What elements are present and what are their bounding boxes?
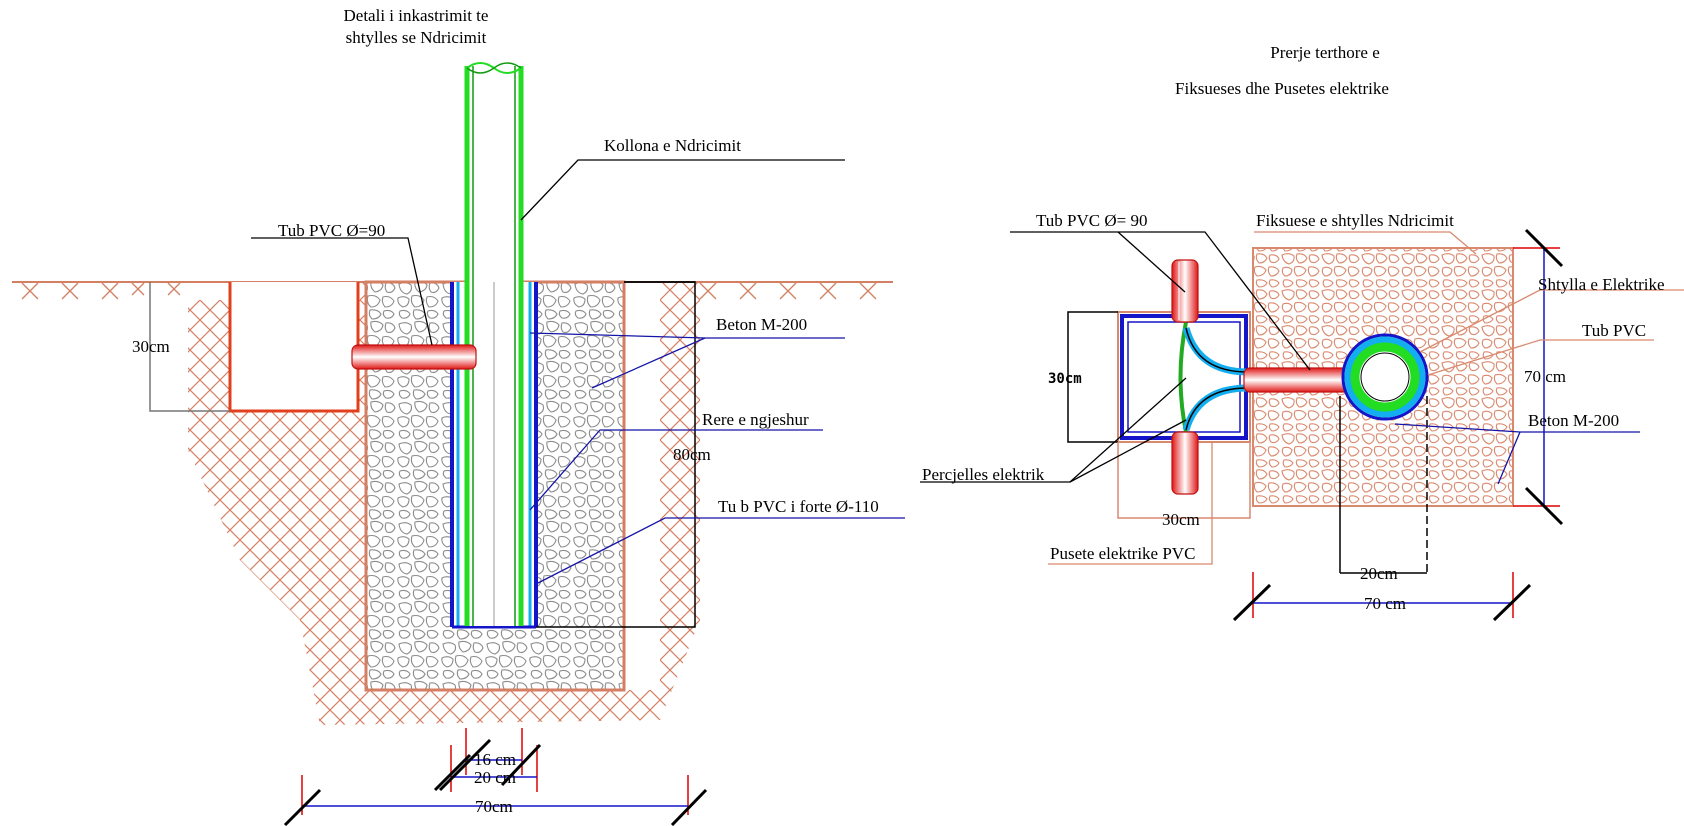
label-pvc: Tub PVC bbox=[1582, 321, 1646, 340]
label-concrete-left: Beton M-200 bbox=[716, 315, 807, 334]
label-manhole: Pusete elektrike PVC bbox=[1050, 544, 1195, 563]
bottom-dimensions-left: 16 cm 20 cm 70cm bbox=[283, 728, 708, 826]
block-dimension-vertical: 70 cm bbox=[1513, 228, 1566, 526]
left-section-detail: Detali i inkastrimit te shtylles se Ndri… bbox=[12, 6, 905, 826]
dim-80: 80cm bbox=[673, 445, 711, 464]
left-title-line2: shtylles se Ndricimit bbox=[346, 28, 487, 47]
label-fixing: Fiksuese e shtylles Ndricimit bbox=[1256, 211, 1454, 230]
leader-conductor: Percjelles elektrik bbox=[920, 377, 1187, 484]
depth-dimension-30: 30cm bbox=[132, 282, 230, 412]
label-pipe-right: Tub PVC Ø= 90 bbox=[1036, 211, 1147, 230]
label-sand: Rere e ngjeshur bbox=[702, 410, 809, 429]
label-column: Kollona e Ndricimit bbox=[604, 136, 741, 155]
label-pipe-left: Tub PVC Ø=90 bbox=[278, 221, 385, 240]
cable-trench bbox=[230, 282, 358, 412]
dim-70-horizontal: 70 cm bbox=[1364, 594, 1406, 613]
leader-manhole: Pusete elektrike PVC bbox=[1048, 442, 1213, 565]
leader-sleeve: Tu b PVC i forte Ø-110 bbox=[537, 497, 905, 584]
dim-20-right: 20cm bbox=[1360, 564, 1398, 583]
dim-30-vertical: 30cm bbox=[1048, 371, 1082, 387]
dim-70-vertical: 70 cm bbox=[1524, 367, 1566, 386]
pvc-pipe-left bbox=[351, 344, 477, 370]
dim-70-left: 70cm bbox=[475, 797, 513, 816]
dim-20: 20 cm bbox=[474, 768, 516, 787]
manhole-dimension-vertical: 30cm bbox=[1048, 311, 1118, 443]
leader-fixing: Fiksuese e shtylles Ndricimit bbox=[1254, 211, 1477, 255]
leader-column: Kollona e Ndricimit bbox=[520, 136, 845, 221]
label-concrete-right: Beton M-200 bbox=[1528, 411, 1619, 430]
leader-pipe: Tub PVC Ø=90 bbox=[251, 221, 433, 346]
leader-sand: Rere e ngjeshur bbox=[529, 410, 823, 511]
pole-cross-section bbox=[1341, 333, 1429, 421]
depth-dimension-80: 80cm bbox=[536, 281, 711, 628]
manhole-box bbox=[1117, 311, 1251, 443]
right-section-detail: Prerje terthore e Fiksueses dhe Pusetes … bbox=[920, 43, 1684, 622]
manhole-dimension-horizontal: 30cm bbox=[1117, 442, 1251, 529]
block-dimension-horizontal: 70 cm bbox=[1232, 572, 1532, 622]
pvc-pipe-top bbox=[1171, 259, 1199, 323]
label-conductor: Percjelles elektrik bbox=[922, 465, 1045, 484]
dim-16: 16 cm bbox=[474, 750, 516, 769]
dim-30-horizontal: 30cm bbox=[1162, 510, 1200, 529]
leader-concrete-right: Beton M-200 bbox=[1394, 411, 1640, 485]
pvc-pipe-bottom bbox=[1171, 431, 1199, 495]
leader-pipe-right: Tub PVC Ø= 90 bbox=[1010, 211, 1311, 371]
dim-30-left: 30cm bbox=[132, 337, 170, 356]
leader-pvc: Tub PVC bbox=[1427, 321, 1654, 376]
right-title-line1: Prerje terthore e bbox=[1270, 43, 1380, 62]
surface-earth-hatch bbox=[21, 282, 877, 300]
leader-concrete: Beton M-200 bbox=[529, 315, 845, 389]
leader-pole: Shtylla e Elektrike bbox=[1419, 275, 1684, 353]
label-pole: Shtylla e Elektrike bbox=[1538, 275, 1665, 294]
label-sleeve: Tu b PVC i forte Ø-110 bbox=[718, 497, 879, 516]
left-title-line1: Detali i inkastrimit te bbox=[344, 6, 489, 25]
lighting-pole bbox=[464, 62, 524, 626]
right-title-line2: Fiksueses dhe Pusetes elektrike bbox=[1175, 79, 1389, 98]
